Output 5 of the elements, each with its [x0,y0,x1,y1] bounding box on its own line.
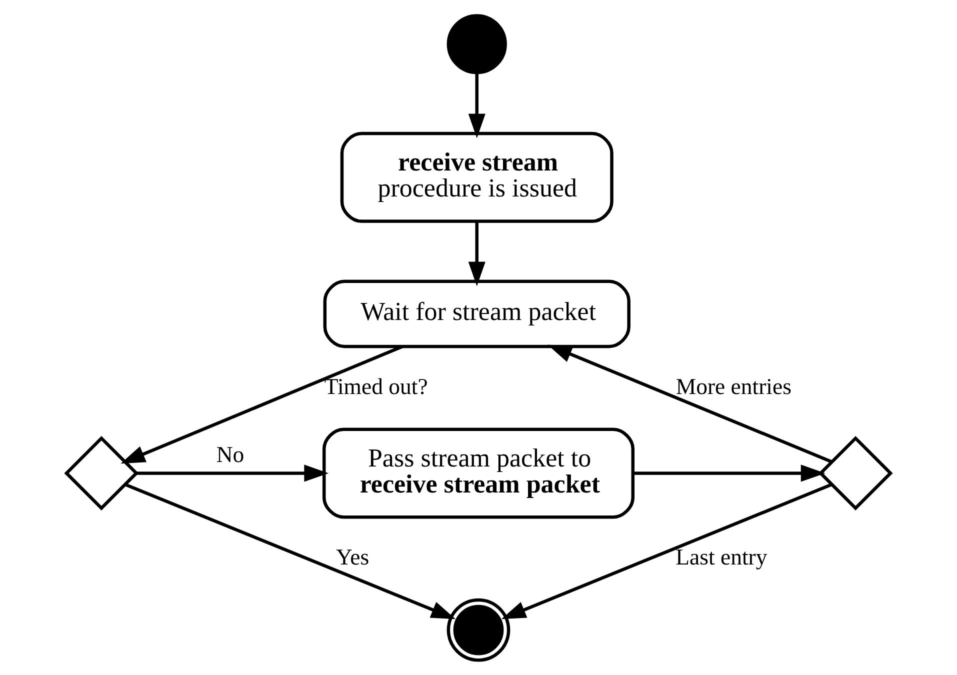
edge-label: Timed out? [324,374,428,399]
edge-label: Last entry [676,544,768,570]
edge-label: No [216,442,244,468]
edge-label: More entries [676,374,792,399]
edge-label: Yes [336,544,370,570]
